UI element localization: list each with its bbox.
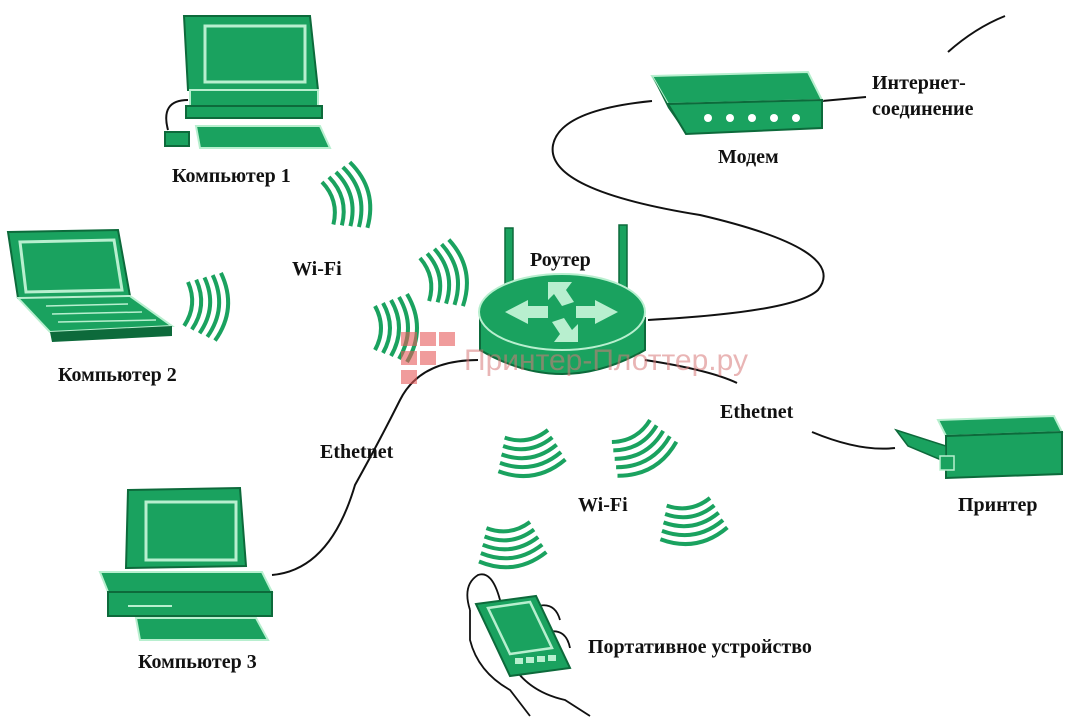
label-internet-line1: Интернет- (872, 72, 966, 94)
wire-router-printer (644, 359, 738, 384)
computer-1-icon (164, 15, 332, 149)
router-icon (478, 224, 646, 375)
wifi-wave-bottom-c (652, 493, 732, 552)
label-ethernet-left: Ethetnet (320, 441, 394, 463)
wire-modem-router (551, 100, 825, 321)
watermark-logo (401, 332, 457, 384)
label-computer-2: Компьютер 2 (58, 364, 177, 386)
label-modem: Модем (718, 146, 779, 168)
label-computer-3: Компьютер 3 (138, 651, 257, 673)
label-portable-device: Портативное устройство (588, 636, 812, 658)
wire-modem-internet (821, 96, 867, 102)
wifi-wave-bottom-b (599, 412, 684, 487)
wifi-wave-computer1 (316, 157, 380, 239)
label-internet-line2: соединение (872, 98, 974, 120)
modem-icon (650, 70, 824, 136)
wire-router-computer3 (271, 359, 479, 576)
label-ethernet-right: Ethetnet (720, 401, 794, 423)
printer-icon (893, 414, 1064, 480)
wire-internet (947, 15, 1006, 53)
computer-3-icon (98, 486, 274, 641)
label-computer-1: Компьютер 1 (172, 165, 291, 187)
wifi-wave-computer2 (181, 268, 233, 344)
label-wifi-bottom: Wi-Fi (578, 494, 628, 516)
wifi-wave-device (472, 518, 550, 574)
wire-ethernet-printer (811, 431, 896, 450)
wires (271, 15, 1006, 576)
label-router: Роутер (530, 249, 591, 271)
wifi-wave-router-a (415, 235, 475, 315)
computer-2-icon (6, 228, 175, 342)
portable-device-icon (466, 573, 591, 717)
wifi-wave-bottom-a (490, 425, 570, 484)
label-printer: Принтер (958, 494, 1038, 516)
label-wifi-top: Wi-Fi (292, 258, 342, 280)
watermark-text: Принтер-Плоттер.ру (464, 344, 748, 377)
